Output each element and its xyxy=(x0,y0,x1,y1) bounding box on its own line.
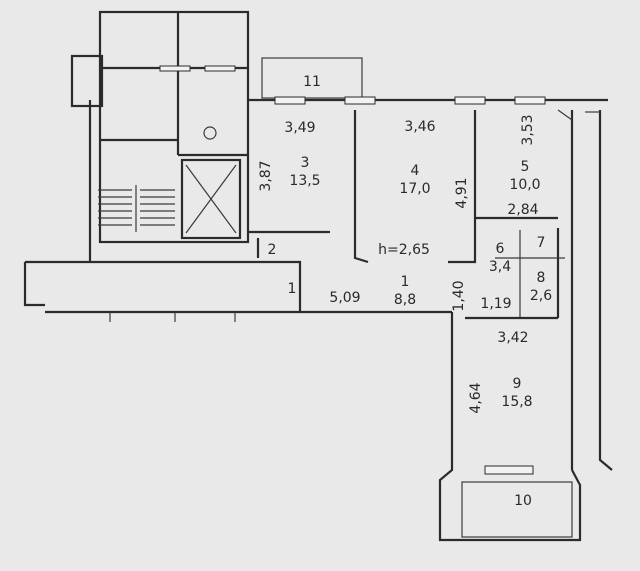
room-4-number: 4 xyxy=(411,163,420,179)
ceiling-height: h=2,65 xyxy=(378,242,430,258)
room-11-number: 11 xyxy=(303,74,321,90)
dim-3-53: 3,53 xyxy=(520,114,536,145)
dim-3-49: 3,49 xyxy=(284,120,315,136)
dim-4-91: 4,91 xyxy=(454,177,470,208)
entry-mark: 1 xyxy=(288,281,297,297)
stairwell-block xyxy=(70,10,250,262)
room-5-area: 10,0 xyxy=(509,177,540,193)
room-5-number: 5 xyxy=(521,159,530,175)
room-3-number: 3 xyxy=(301,155,310,171)
room-8-area: 2,6 xyxy=(530,288,552,304)
dim-1-19: 1,19 xyxy=(480,296,511,312)
plan-labels: 11 3,49 3,46 3,53 3,87 3 13,5 4 17,0 4,9… xyxy=(258,74,552,509)
room-8-number: 8 xyxy=(537,270,546,286)
dim-4-64: 4,64 xyxy=(468,382,484,413)
dim-3-87: 3,87 xyxy=(258,160,274,191)
room-7-number: 7 xyxy=(537,235,546,251)
dim-5-09: 5,09 xyxy=(329,290,360,306)
room-2-number: 2 xyxy=(268,242,277,258)
room-1-area: 8,8 xyxy=(394,292,416,308)
room-6-number: 6 xyxy=(496,241,505,257)
room-9-number: 9 xyxy=(513,376,522,392)
room-6-area: 3,4 xyxy=(489,259,511,275)
room-1-number: 1 xyxy=(401,274,410,290)
room-4-area: 17,0 xyxy=(399,181,430,197)
room-9-area: 15,8 xyxy=(501,394,532,410)
dim-3-42: 3,42 xyxy=(497,330,528,346)
room-3-area: 13,5 xyxy=(289,173,320,189)
apartment-walls xyxy=(23,57,613,542)
dim-2-84: 2,84 xyxy=(507,202,538,218)
dim-3-46: 3,46 xyxy=(404,119,435,135)
room-10-number: 10 xyxy=(514,493,532,509)
dim-1-40: 1,40 xyxy=(451,280,467,311)
